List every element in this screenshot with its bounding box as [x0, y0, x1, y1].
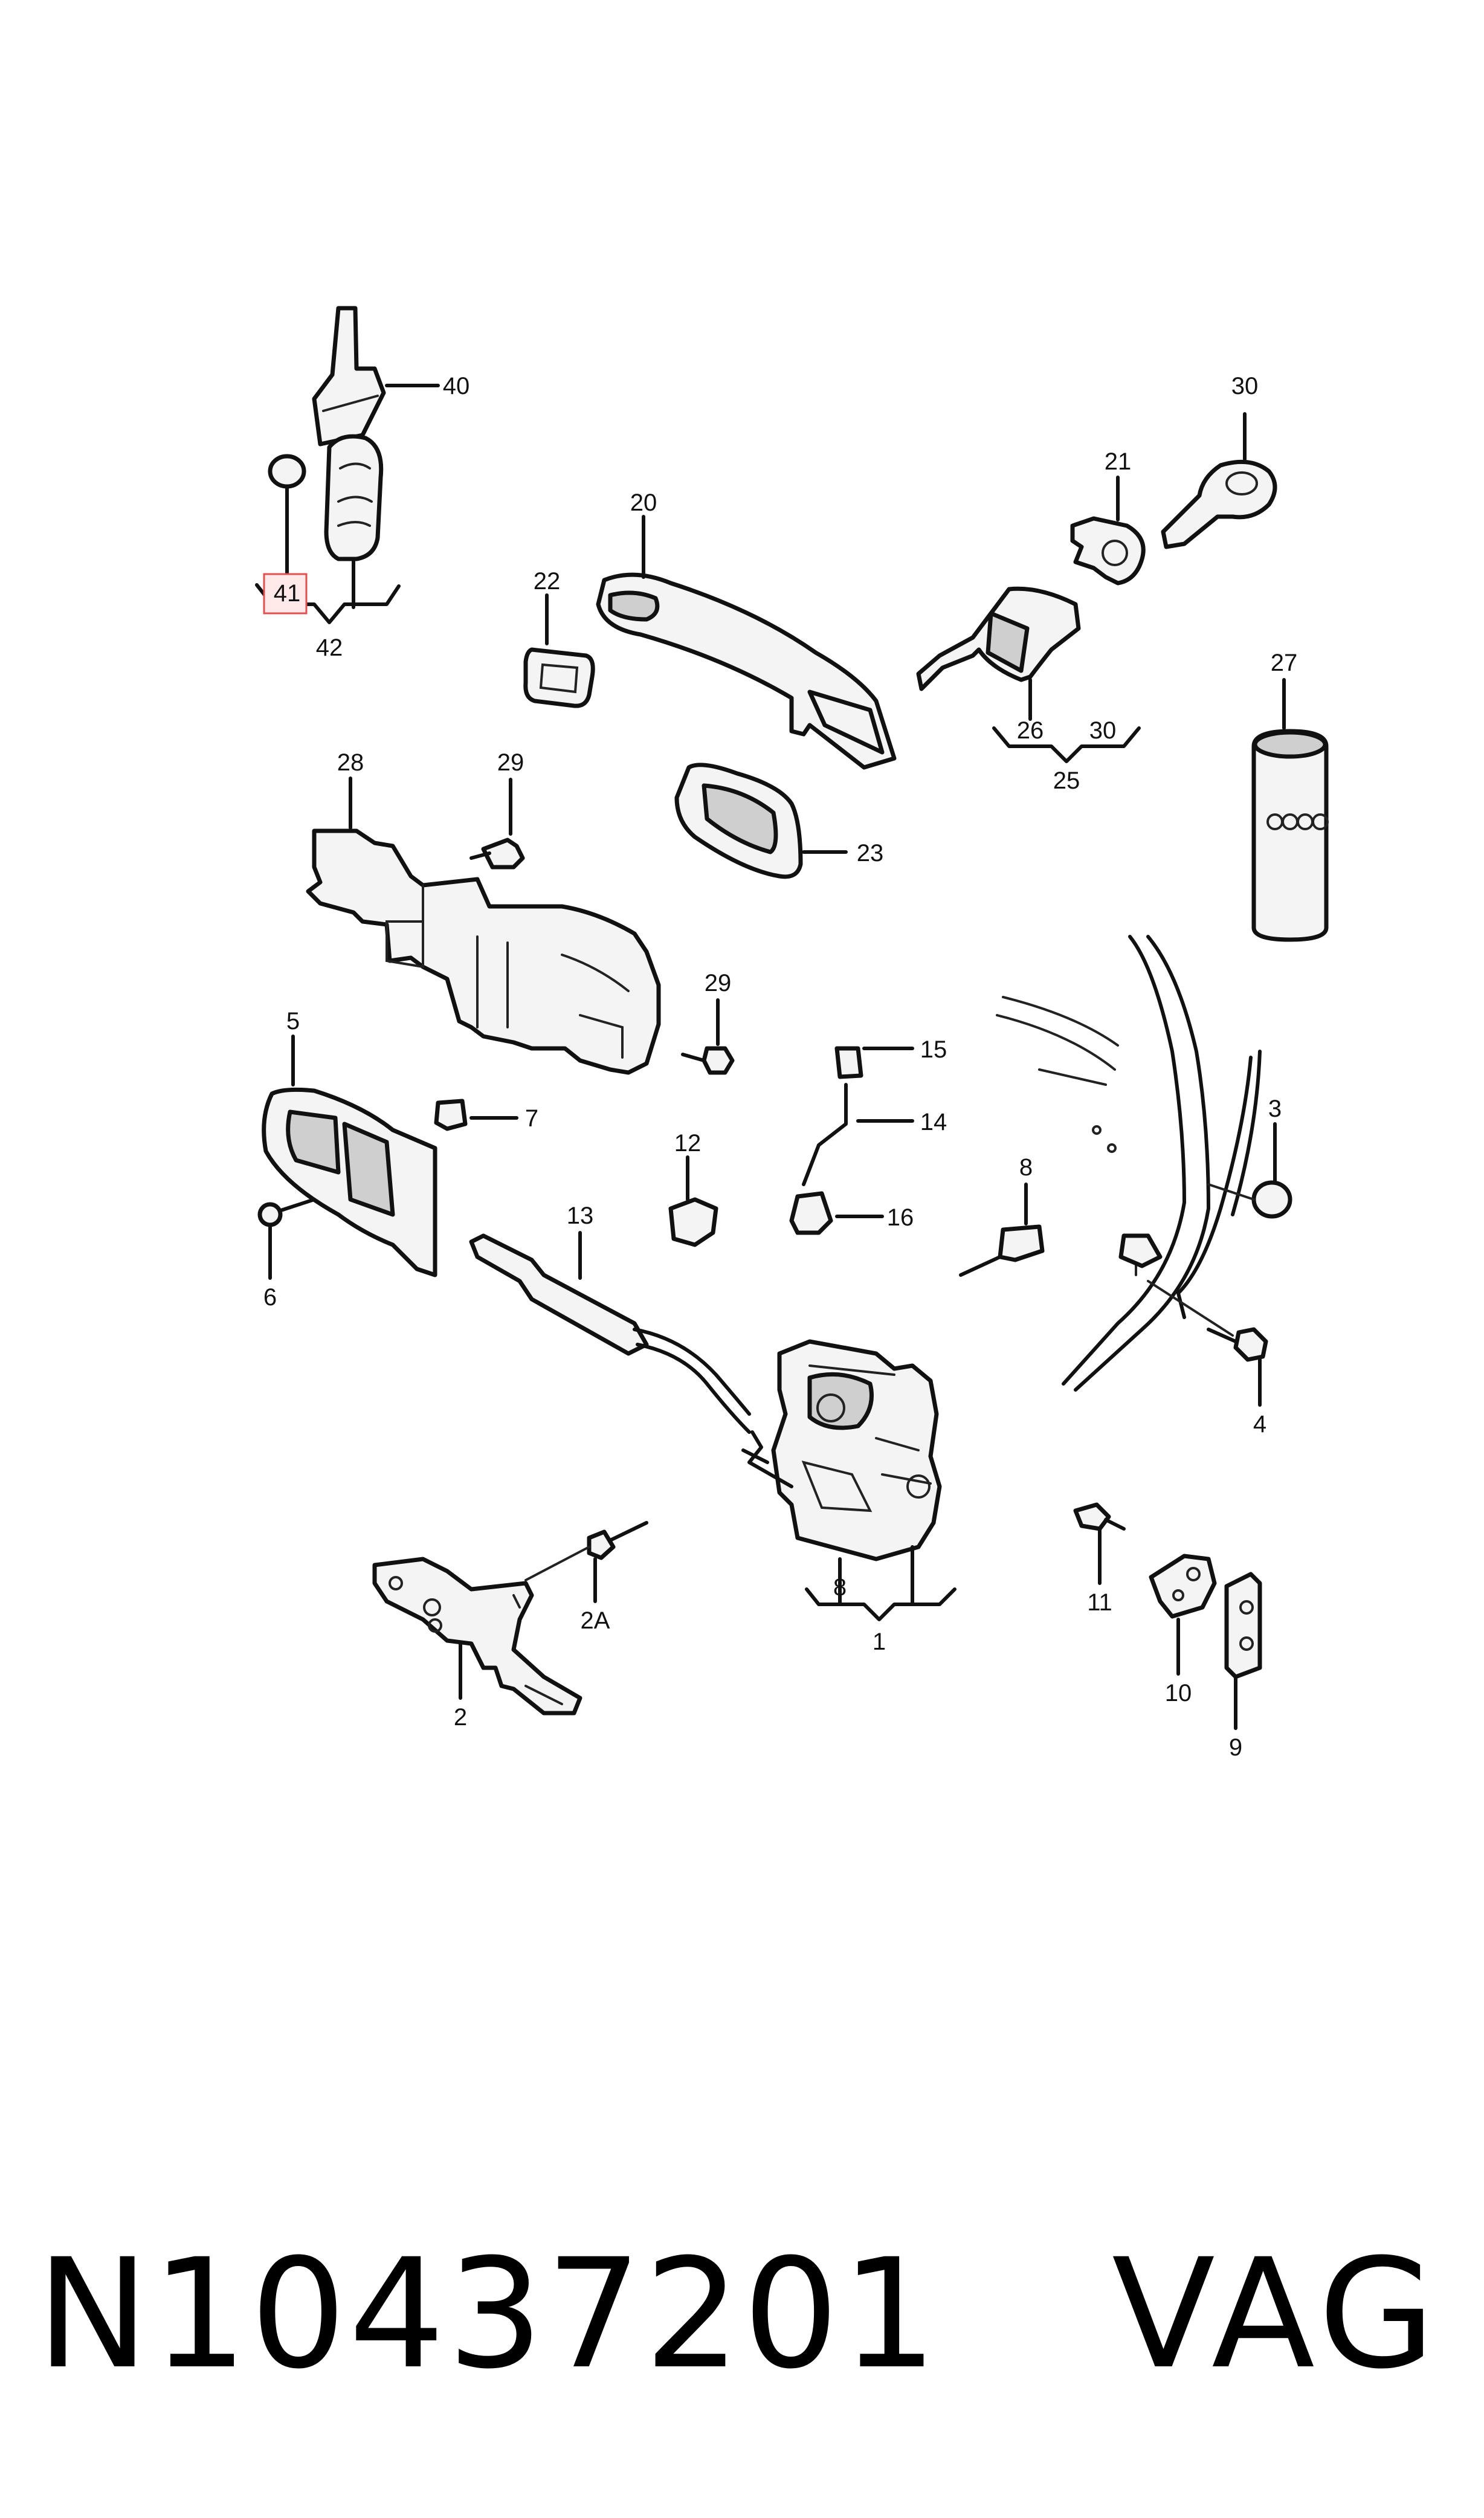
remote-key-housing	[324, 434, 384, 561]
door-lock-actuator-part-1	[771, 1339, 942, 1561]
callout-8-connector: 8	[1019, 1154, 1033, 1181]
brand-label: VAG	[1112, 2226, 1442, 2402]
callout-41: 41	[274, 580, 301, 607]
handle-carrier-part-28	[306, 828, 661, 1075]
screw-part-6	[257, 1198, 316, 1227]
callout-9: 9	[1229, 1734, 1242, 1761]
callout-28: 28	[337, 749, 364, 776]
striker-backing-part-9	[1224, 1572, 1262, 1679]
screw-part-29-bottom	[681, 1046, 735, 1075]
callout-30-key: 30	[1231, 373, 1259, 399]
rod-part-14	[802, 1083, 848, 1186]
grommet-part-16	[789, 1191, 833, 1235]
callout-22: 22	[534, 568, 561, 595]
handle-seal-part-22	[523, 647, 595, 708]
callout-11: 11	[1087, 1589, 1112, 1616]
lubricant-spray-can-part-27	[1251, 729, 1329, 942]
callout-4: 4	[1253, 1411, 1266, 1438]
callout-2: 2	[454, 1704, 467, 1731]
callout-42: 42	[316, 634, 343, 661]
part-number-label: N10437201	[36, 2226, 940, 2402]
callout-14: 14	[920, 1109, 947, 1135]
callout-10: 10	[1165, 1680, 1192, 1706]
lock-cap-part-21	[1070, 516, 1146, 586]
callout-5: 5	[286, 1008, 300, 1035]
screw-part-29-top	[469, 838, 525, 870]
callout-23: 23	[857, 840, 884, 867]
bolt-part-11	[1073, 1502, 1126, 1531]
callout-30-set: 30	[1089, 717, 1117, 744]
callout-25: 25	[1053, 767, 1080, 794]
bowden-cable-part-13	[469, 1233, 751, 1434]
callout-7: 7	[525, 1105, 538, 1132]
callout-6: 6	[263, 1284, 277, 1311]
clip-part-7	[434, 1099, 468, 1131]
callout-26: 26	[1017, 717, 1044, 744]
callout-8-lock: 8	[833, 1574, 847, 1601]
callout-29-top: 29	[497, 749, 524, 776]
callout-15: 15	[920, 1036, 947, 1063]
connector-part-8	[959, 1224, 1045, 1277]
key-blade-part-40	[312, 306, 386, 447]
rivet-part-2A	[587, 1521, 648, 1560]
striker-plate-part-10	[1149, 1554, 1217, 1619]
callout-41-highlight	[263, 573, 308, 615]
battery-part-41	[268, 454, 306, 489]
callout-3: 3	[1268, 1096, 1282, 1122]
door-frame-outline	[996, 935, 1262, 1392]
callout-1: 1	[873, 1629, 886, 1655]
callout-29-bottom: 29	[705, 970, 732, 996]
ignition-key-part-30	[1161, 459, 1277, 549]
inner-door-handle-part-5	[262, 1087, 437, 1277]
buffer-part-3	[1251, 1180, 1292, 1219]
pin-part-15	[834, 1046, 863, 1079]
callout-40: 40	[443, 373, 470, 399]
callout-21: 21	[1105, 448, 1132, 475]
callout-20: 20	[630, 489, 657, 516]
callout-12: 12	[674, 1130, 702, 1157]
handle-gasket-part-23	[674, 763, 803, 879]
outer-door-handle-part-20	[596, 572, 897, 770]
callout-16: 16	[887, 1204, 914, 1231]
screw-part-4	[1207, 1327, 1268, 1362]
callout-2A: 2A	[581, 1607, 610, 1634]
lock-cylinder-part-26	[916, 586, 1081, 691]
callout-27: 27	[1271, 650, 1298, 676]
callout-13: 13	[567, 1203, 594, 1229]
bracket-part-2	[372, 1557, 582, 1716]
clip-part-12	[668, 1197, 718, 1247]
